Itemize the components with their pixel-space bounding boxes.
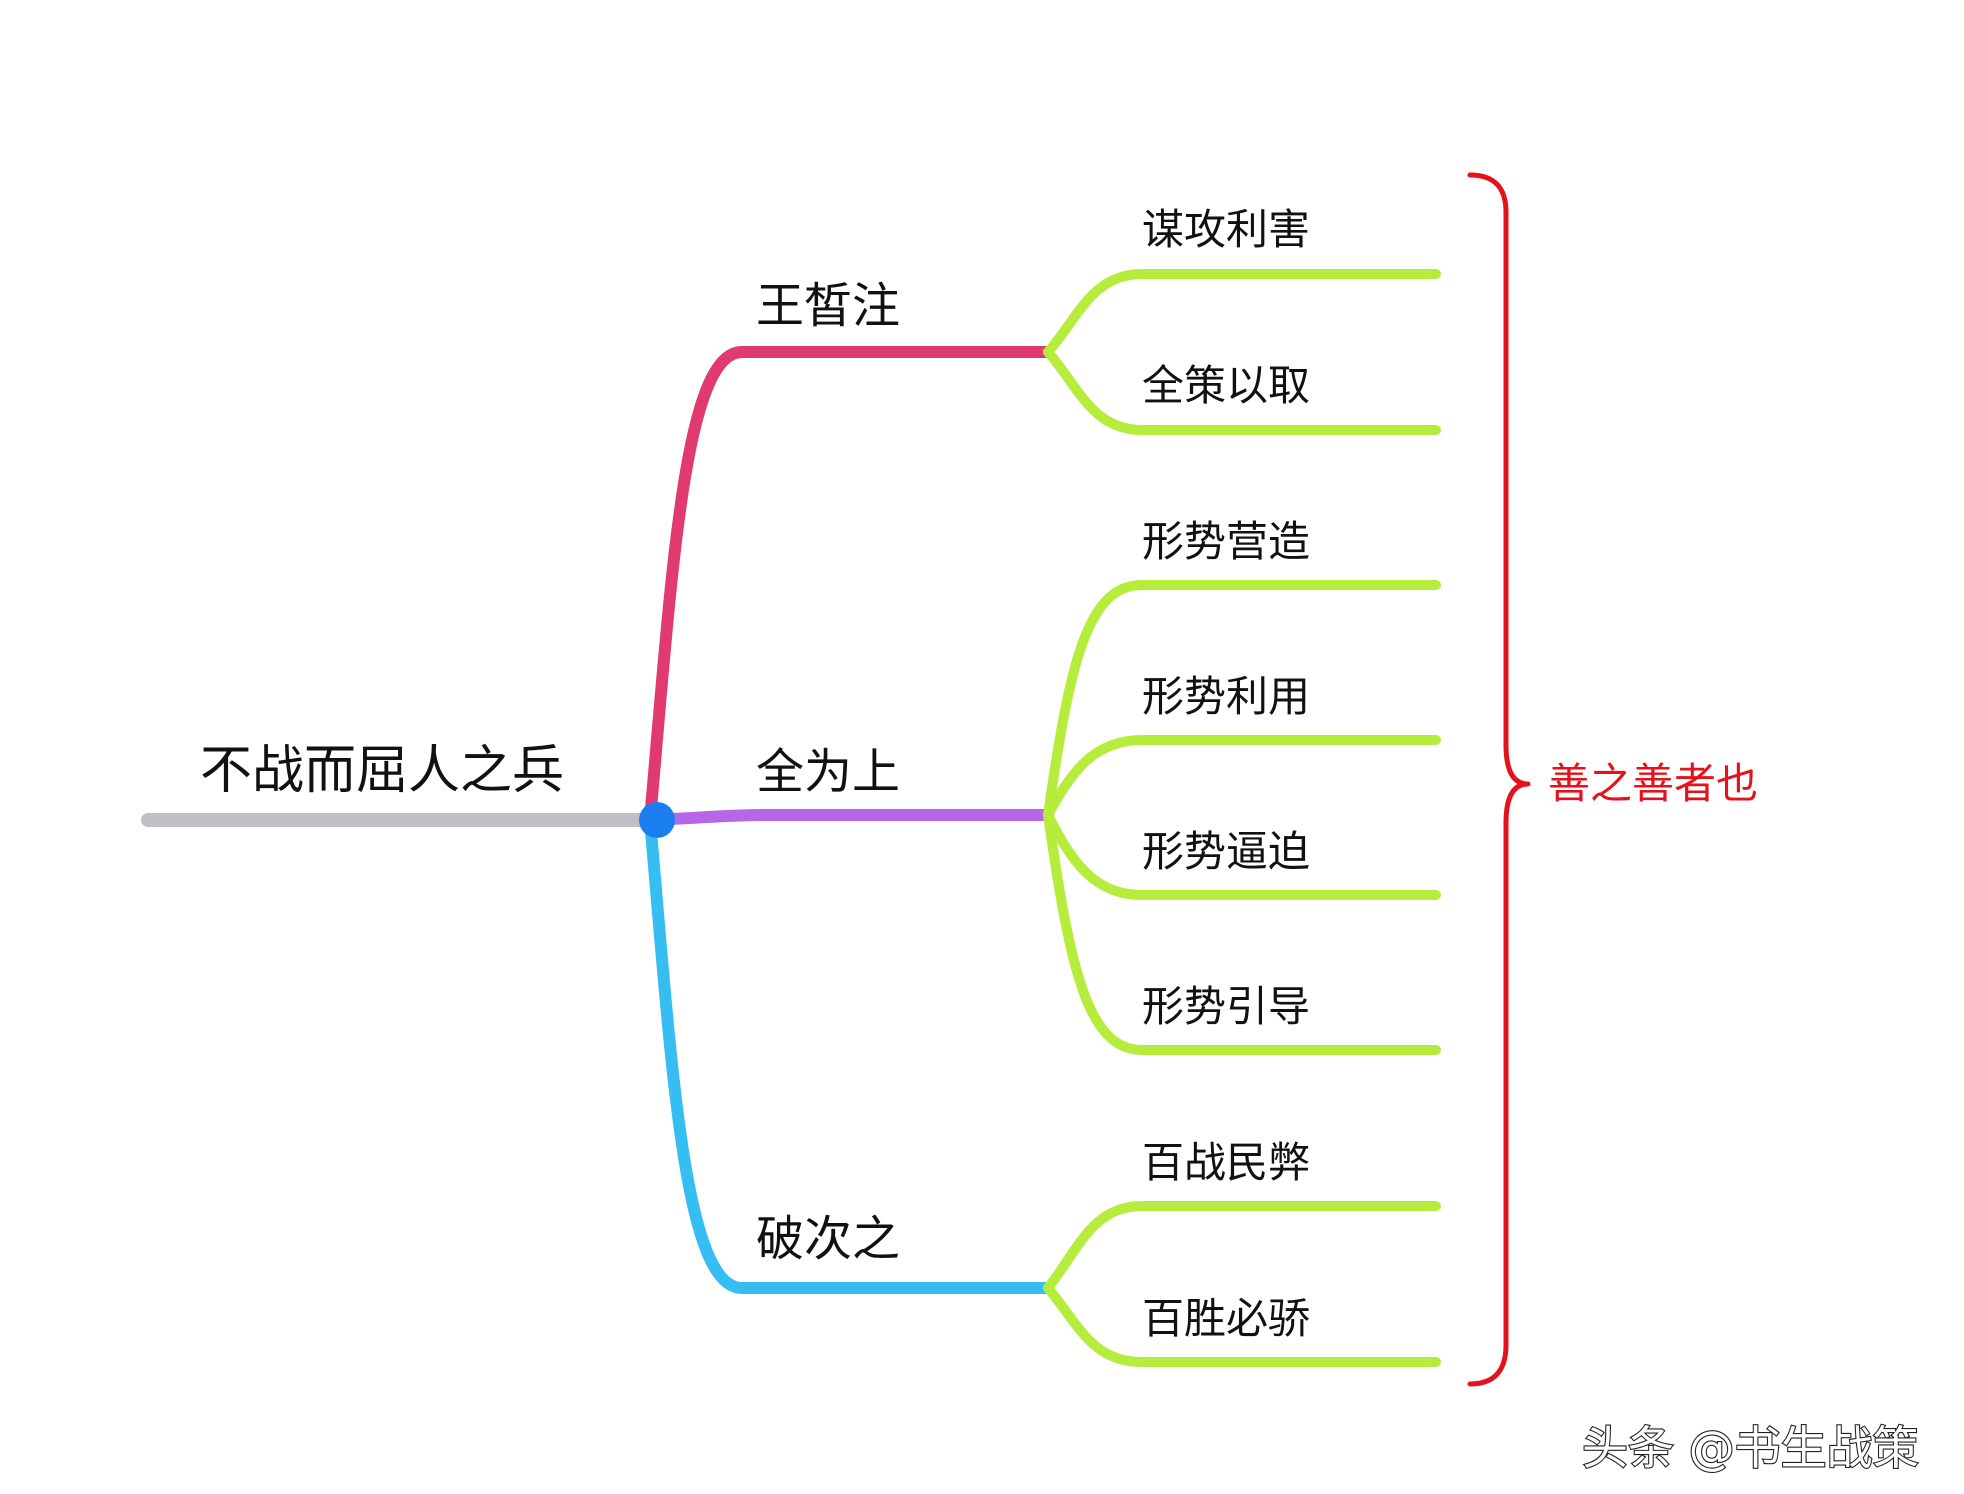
summary-label[interactable]: 善之善者也 bbox=[1548, 759, 1758, 808]
leaf-label-moug-lihai[interactable]: 谋攻利害 bbox=[1142, 205, 1310, 254]
leaf-label-xingshi-yingzao[interactable]: 形势营造 bbox=[1142, 517, 1310, 566]
leaf-connector-xingshi-liyong bbox=[1043, 735, 1441, 820]
branch-label-pocizhi[interactable]: 破次之 bbox=[756, 1211, 900, 1267]
leaf-label-baizhan-minbi[interactable]: 百战民弊 bbox=[1142, 1138, 1310, 1187]
leaf-connector-xingshi-bipo bbox=[1043, 810, 1441, 900]
root-node-dot[interactable] bbox=[639, 802, 675, 838]
leaf-label-xingshi-bipo[interactable]: 形势逼迫 bbox=[1142, 827, 1310, 876]
branch-label-wangxizhu[interactable]: 王皙注 bbox=[756, 278, 900, 334]
leaf-connector-baizhan-minbi bbox=[1043, 1201, 1441, 1293]
branch-connector-wangxizhu bbox=[644, 346, 1054, 826]
leaf-connector-quance-yiqu bbox=[1043, 347, 1441, 435]
leaf-connector-moug-lihai bbox=[1043, 269, 1441, 357]
root-topic-label[interactable]: 不战而屈人之兵 bbox=[200, 741, 564, 801]
leaf-connector-baisheng-bijiao bbox=[1043, 1283, 1441, 1367]
branch-connector-quanweishang bbox=[644, 809, 1054, 826]
leaf-label-xingshi-liyong[interactable]: 形势利用 bbox=[1142, 672, 1310, 721]
leaf-connector-xingshi-yindao bbox=[1043, 810, 1441, 1055]
watermark-text: 头条 @书生战策 bbox=[1582, 1421, 1919, 1475]
leaf-label-xingshi-yindao[interactable]: 形势引导 bbox=[1142, 982, 1310, 1031]
branch-connector-pocizhi bbox=[644, 814, 1054, 1294]
branch-label-quanweishang[interactable]: 全为上 bbox=[756, 744, 900, 800]
summary-brace bbox=[1467, 172, 1531, 1387]
leaf-connector-xingshi-yingzao bbox=[1043, 580, 1441, 820]
leaf-label-baisheng-bijiao[interactable]: 百胜必骄 bbox=[1142, 1294, 1310, 1343]
leaf-label-quance-yiqu[interactable]: 全策以取 bbox=[1142, 361, 1310, 410]
